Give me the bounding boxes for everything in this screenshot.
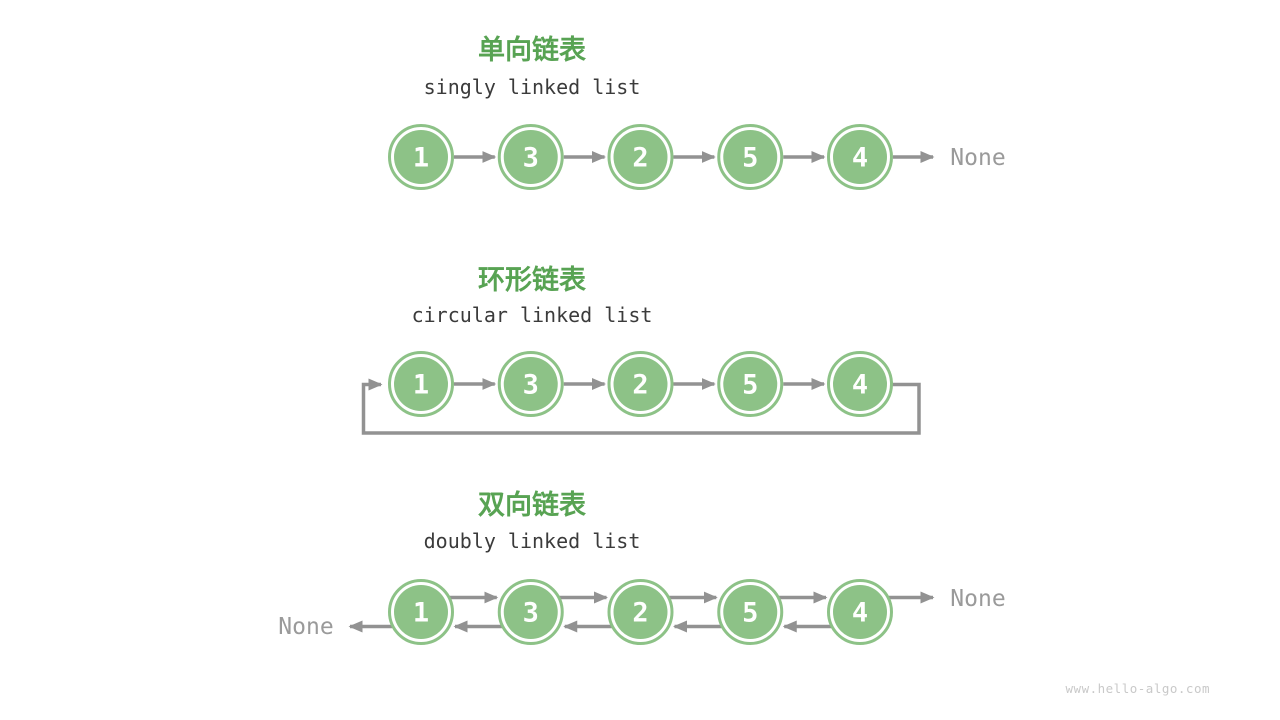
node-value: 5 — [742, 370, 758, 401]
node-value: 1 — [413, 370, 429, 401]
node-circle — [613, 357, 668, 411]
list-node: 3 — [497, 351, 564, 417]
node-value: 2 — [632, 370, 648, 401]
node-value: 1 — [413, 143, 429, 174]
singly-title-en: singly linked list — [423, 75, 641, 99]
doubly-title-en: doubly linked list — [423, 529, 641, 553]
node-circle — [503, 357, 558, 411]
circular-title-en: circular linked list — [411, 303, 653, 327]
node-value: 3 — [523, 598, 539, 629]
list-node: 4 — [827, 579, 893, 645]
node-value: 1 — [413, 598, 429, 629]
list-node: 5 — [717, 124, 784, 190]
list-node: 1 — [388, 579, 454, 645]
none-label-head: None — [278, 614, 333, 640]
list-node: 4 — [827, 351, 893, 417]
list-node: 5 — [717, 579, 784, 645]
circular-title-zh: 环形链表 — [478, 265, 586, 296]
node-value: 3 — [523, 370, 539, 401]
node-value: 2 — [632, 598, 648, 629]
none-label-tail: None — [950, 145, 1005, 171]
list-node: 3 — [497, 124, 564, 190]
list-node: 2 — [607, 351, 674, 417]
doubly-title-zh: 双向链表 — [478, 490, 586, 521]
list-node: 1 — [388, 124, 454, 190]
list-node: 5 — [717, 351, 784, 417]
singly-title-zh: 单向链表 — [478, 35, 586, 66]
watermark: www.hello-algo.com — [1065, 681, 1210, 696]
node-value: 2 — [632, 143, 648, 174]
node-circle — [503, 130, 558, 184]
node-circle — [723, 130, 778, 184]
node-circle — [613, 585, 668, 639]
node-value: 4 — [852, 143, 868, 174]
node-circle — [394, 357, 448, 411]
node-circle — [503, 585, 558, 639]
list-node: 2 — [607, 124, 674, 190]
list-node: 4 — [827, 124, 893, 190]
none-label-tail: None — [950, 586, 1005, 612]
node-value: 3 — [523, 143, 539, 174]
list-node: 2 — [607, 579, 674, 645]
list-node: 1 — [388, 351, 454, 417]
node-circle — [833, 585, 887, 639]
node-value: 5 — [742, 598, 758, 629]
node-circle — [394, 585, 448, 639]
circular-loop-arrow — [361, 378, 921, 435]
node-circle — [394, 130, 448, 184]
node-circle — [833, 130, 887, 184]
node-value: 5 — [742, 143, 758, 174]
node-circle — [723, 585, 778, 639]
node-circle — [613, 130, 668, 184]
node-circle — [833, 357, 887, 411]
node-value: 4 — [852, 370, 868, 401]
node-value: 4 — [852, 598, 868, 629]
list-node: 3 — [497, 579, 564, 645]
node-circle — [723, 357, 778, 411]
